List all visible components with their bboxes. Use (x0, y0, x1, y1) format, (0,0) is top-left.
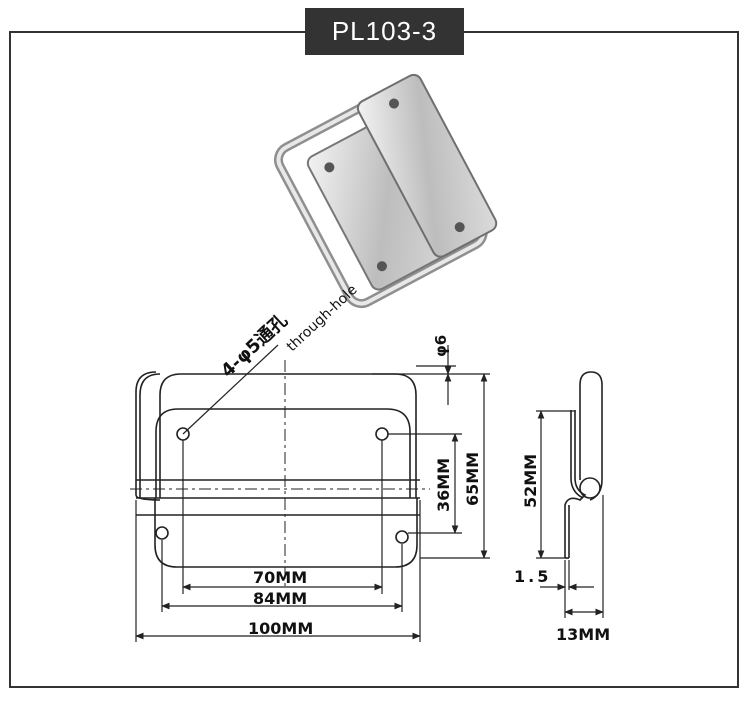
dim-52: 52MM (521, 454, 540, 508)
dim-36: 36MM (434, 458, 453, 512)
center-lines (130, 360, 430, 590)
side-view (564, 371, 603, 559)
side-dimensions (536, 410, 604, 618)
dim-phi6: φ6 (432, 335, 450, 357)
dim-100: 100MM (248, 619, 313, 638)
dim-84: 84MM (253, 589, 307, 608)
hole-leader (182, 344, 279, 435)
product-code-badge: PL103-3 (305, 8, 464, 55)
through-hole-label: through-hole (284, 282, 361, 355)
product-code: PL103-3 (331, 16, 438, 46)
dim-13: 13MM (556, 625, 610, 644)
dim-1-5: 1.5 (514, 567, 551, 586)
dim-65: 65MM (463, 452, 482, 506)
height-dimensions (372, 345, 490, 559)
product-photo (273, 73, 498, 309)
hole-spec-label: 4-φ5通孔 (217, 310, 292, 382)
width-dimensions (135, 440, 421, 642)
front-view (135, 371, 420, 568)
dim-70: 70MM (253, 568, 307, 587)
